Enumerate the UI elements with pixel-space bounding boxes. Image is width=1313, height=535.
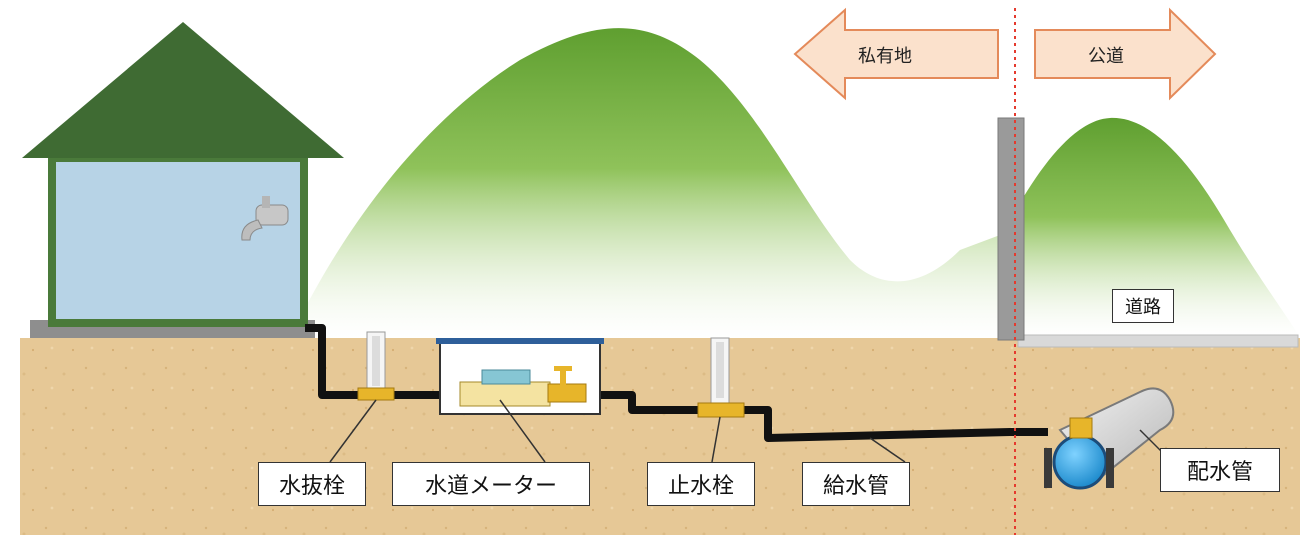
drain-plug-label: 水抜栓 [258,462,366,506]
mountain-right [1000,117,1300,339]
water-meter-label: 水道メーター [392,462,590,506]
faucet-icon [241,196,289,241]
boundary-wall [997,117,1025,341]
private-land-label: 私有地 [858,46,912,67]
stop-valve-icon [697,337,745,418]
house [22,22,344,338]
mountain-left [300,28,1000,341]
distribution-main [1044,387,1175,490]
stop-valve-label: 止水栓 [647,462,755,506]
public-road-label: 公道 [1088,46,1124,67]
drain-plug-icon [357,331,395,401]
supply-pipe-label: 給水管 [802,462,910,506]
distribution-main-label: 配水管 [1160,448,1280,492]
leader-lines [329,399,1176,466]
road-surface [1017,334,1299,348]
private-land-arrow[interactable] [793,7,999,101]
road-label: 道路 [1112,289,1174,323]
meter-box [436,338,604,415]
public-road-arrow[interactable] [1034,7,1217,101]
